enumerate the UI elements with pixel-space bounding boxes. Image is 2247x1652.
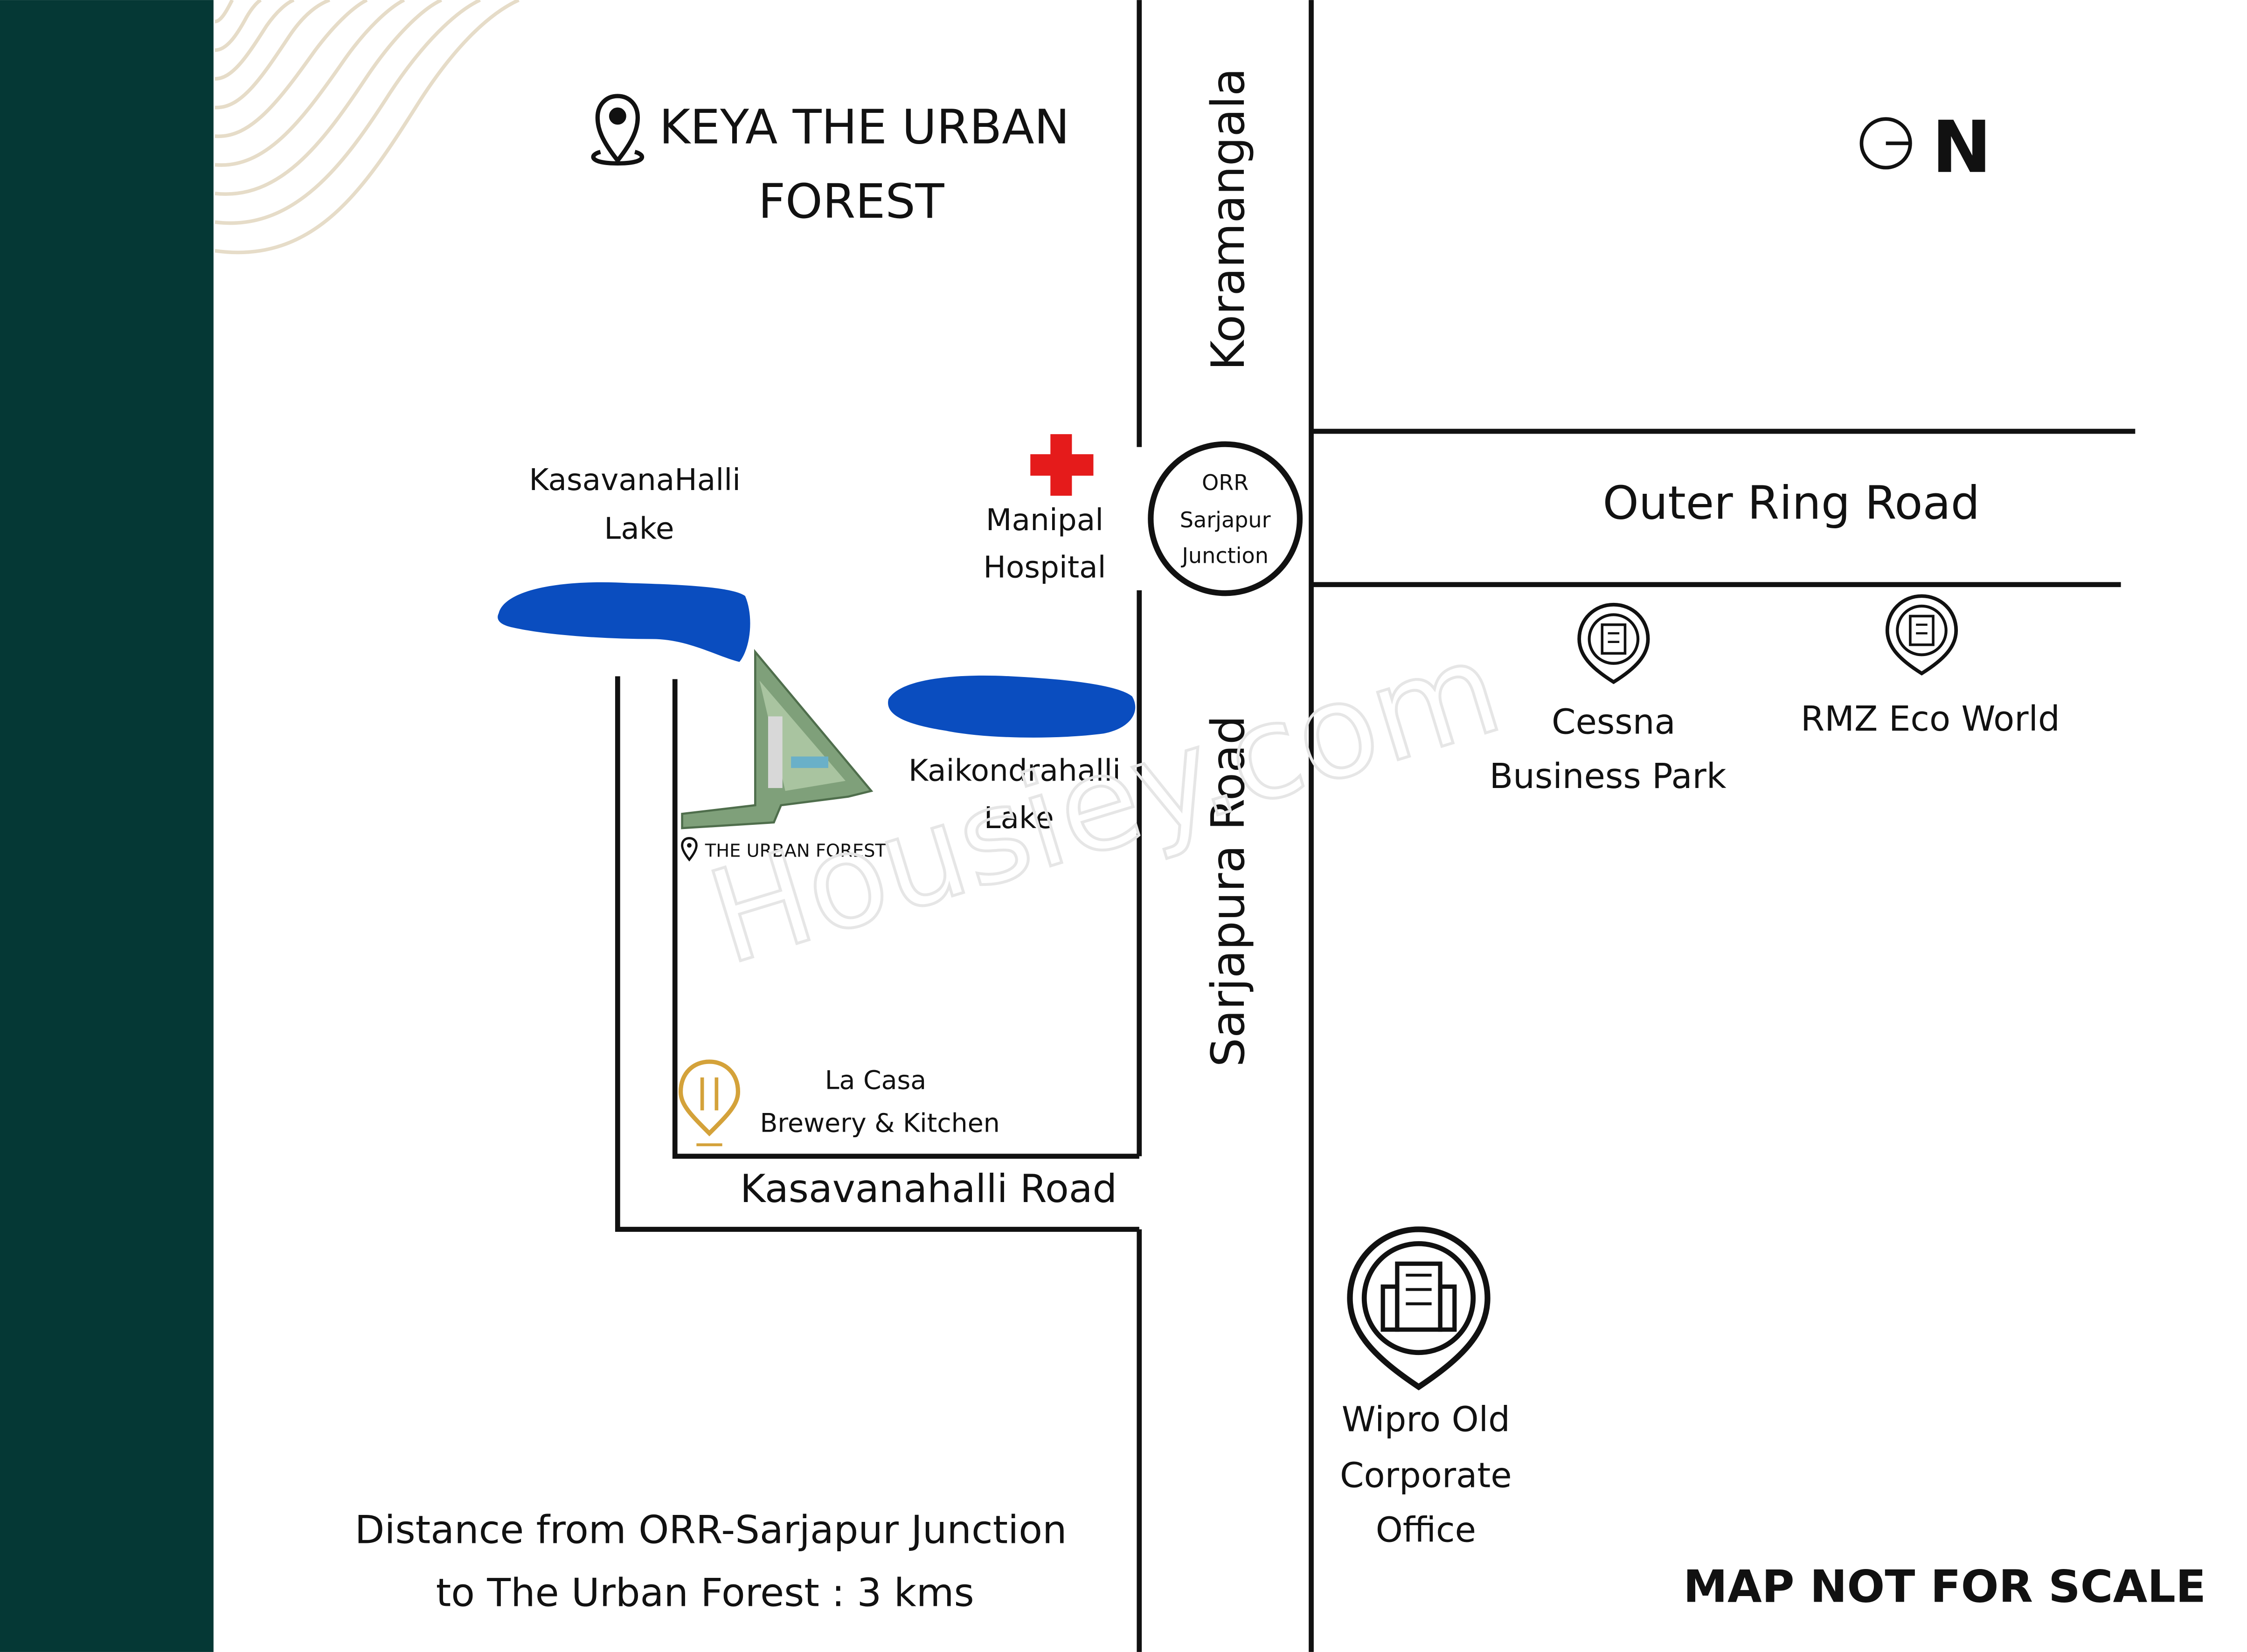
road-label-kasavanahalli: Kasavanahalli Road [740, 1166, 1117, 1211]
distance-line-1: Distance from ORR-Sarjapur Junction [355, 1507, 1067, 1552]
title-line-1: KEYA THE URBAN [659, 99, 1069, 154]
sidebar-panel [0, 0, 214, 1652]
watermark: Housiey.com [694, 612, 1516, 994]
la-casa-label-1: La Casa [825, 1065, 926, 1095]
project-tag-label: THE URBAN FOREST [705, 841, 887, 862]
location-pin-icon [591, 94, 645, 166]
manipal-label-2: Hospital [983, 550, 1106, 585]
map-title: KEYA THE URBAN FOREST [591, 94, 1069, 229]
title-line-2: FOREST [758, 174, 945, 229]
wipro-label-2: Corporate [1340, 1456, 1512, 1496]
office-building-pin-icon [1577, 602, 1650, 684]
distance-line-2: to The Urban Forest : 3 kms [436, 1570, 974, 1616]
la-casa-brewery: La Casa Brewery & Kitchen [678, 1059, 1000, 1147]
wipro-label-3: Office [1376, 1510, 1476, 1550]
junction-line-2: Sarjapur [1180, 507, 1271, 532]
project-site-tower [768, 716, 783, 788]
kasavanahalli-lake-label-2: Lake [604, 511, 674, 546]
orr-sarjapur-junction: ORR Sarjapur Junction [1148, 441, 1303, 596]
office-building-pin-icon [1347, 1226, 1491, 1390]
kasavanahalli-lake: KasavanaHalli Lake [498, 463, 750, 662]
rmz-label: RMZ Eco World [1801, 699, 2060, 739]
road-label-sarjapura: Sarjapura Road [1202, 715, 1255, 1067]
la-casa-label-2: Brewery & Kitchen [760, 1109, 999, 1139]
kaikondrahalli-lake-shape [888, 675, 1136, 738]
kasavanahalli-road-outer-edge [615, 676, 1139, 1232]
wipro-office: Wipro Old Corporate Office [1340, 1226, 1512, 1550]
kaikondrahalli-label-1: Kaikondrahalli [909, 753, 1121, 788]
kasavanahalli-road-inner-edge [672, 679, 1139, 1159]
junction-line-3: Junction [1180, 543, 1269, 568]
office-building-pin-icon [1885, 594, 1958, 676]
cessna-business-park: Cessna Business Park [1490, 602, 1727, 796]
compass-north-label: N [1932, 106, 1992, 189]
cessna-label-2: Business Park [1490, 757, 1727, 796]
map-not-for-scale: MAP NOT FOR SCALE [1683, 1561, 2206, 1612]
compass-icon [1859, 117, 1912, 170]
wipro-label-1: Wipro Old [1342, 1400, 1510, 1440]
kasavanahalli-lake-label-1: KasavanaHalli [529, 463, 741, 498]
compass: N [1859, 106, 1992, 189]
manipal-label-1: Manipal [986, 503, 1103, 538]
kaikondrahalli-lake: Kaikondrahalli Lake [888, 675, 1136, 836]
contour-decoration [215, 0, 520, 255]
project-site-pool [791, 756, 829, 768]
fork-knife-pin-icon [678, 1059, 741, 1147]
manipal-hospital: Manipal Hospital [983, 434, 1106, 585]
red-cross-icon [1030, 434, 1094, 496]
road-lines [615, 0, 2136, 1652]
kaikondrahalli-label-2: Lake [984, 801, 1054, 836]
rmz-eco-world: RMZ Eco World [1801, 594, 2060, 739]
project-pin-icon [681, 837, 698, 862]
kasavanahalli-lake-shape [498, 582, 750, 662]
project-site: THE URBAN FOREST [681, 649, 887, 862]
road-label-outer-ring: Outer Ring Road [1603, 477, 1980, 530]
cessna-label-1: Cessna [1552, 702, 1676, 742]
road-label-koramangala: Koramangala [1202, 68, 1255, 371]
junction-line-1: ORR [1202, 470, 1248, 495]
